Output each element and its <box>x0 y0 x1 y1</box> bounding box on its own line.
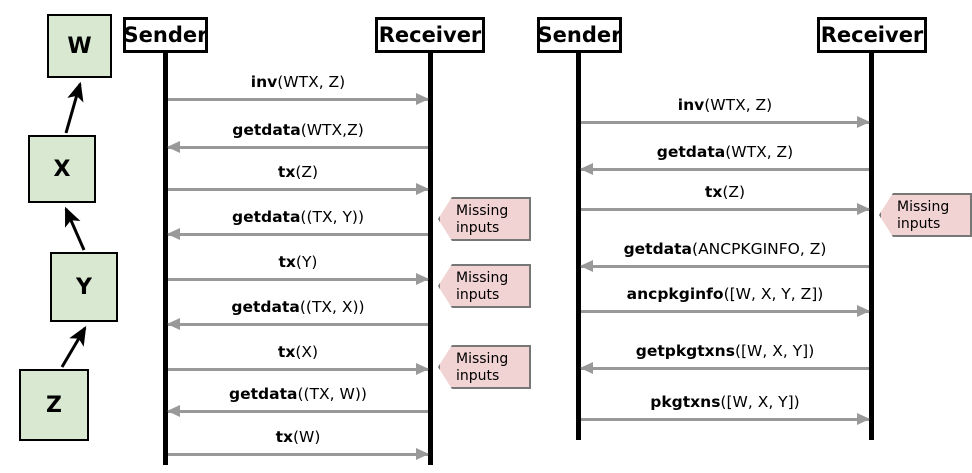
arrow-head-left-icon <box>580 362 593 374</box>
arrow-head-left-icon <box>167 228 180 240</box>
arrow-head-right-icon <box>857 305 870 317</box>
arrow-shaft <box>581 208 869 211</box>
arrow-head-right-icon <box>416 363 429 375</box>
message-label: getdata(ANCPKGINFO, Z) <box>623 239 827 258</box>
actor-sender-2: Sender <box>537 17 622 53</box>
tx-node-z: Z <box>19 369 89 441</box>
arrow-shaft <box>581 121 869 124</box>
arrow-shaft <box>581 168 869 171</box>
arrow-shaft <box>168 410 428 413</box>
tx-node-w: W <box>47 14 112 78</box>
callout-line-1: Missing <box>456 351 509 367</box>
message-label: tx(Z) <box>277 162 319 181</box>
message-label: getdata(WTX, Z) <box>656 142 794 161</box>
arrow-head-right-icon <box>416 273 429 285</box>
callout-missing-inputs-1: Missing inputs <box>438 197 531 241</box>
callout-line-2: inputs <box>456 219 500 236</box>
arrow-shaft <box>168 98 428 101</box>
arrow-shaft <box>168 323 428 326</box>
callout-line-2: inputs <box>456 286 500 303</box>
arrow-head-right-icon <box>857 203 870 215</box>
arrow-head-left-icon <box>167 318 180 330</box>
tx-node-label: X <box>53 156 71 182</box>
arrow-head-right-icon <box>416 448 429 460</box>
actor-sender-1: Sender <box>123 17 208 53</box>
actor-label: Sender <box>123 23 208 47</box>
callout-line-1: Missing <box>456 270 509 286</box>
actor-label: Receiver <box>378 23 482 47</box>
message-label: tx(Z) <box>704 182 746 201</box>
callout-line-2: inputs <box>897 215 941 232</box>
arrow-shaft <box>168 188 428 191</box>
lifeline-sender-2 <box>576 53 581 440</box>
arrow-shaft <box>581 265 869 268</box>
arrow-shaft <box>168 146 428 149</box>
arrow-shaft <box>168 453 428 456</box>
message-label: getdata((TX, W)) <box>229 384 367 403</box>
message-label: tx(Y) <box>278 252 318 271</box>
lifeline-receiver-1 <box>428 53 433 465</box>
tx-node-label: Y <box>76 274 92 300</box>
message-label: getdata((TX, X)) <box>231 297 365 316</box>
arrow-shaft <box>581 418 869 421</box>
arrow-head-left-icon <box>167 405 180 417</box>
actor-receiver-2: Receiver <box>817 17 927 53</box>
callout-line-1: Missing <box>456 203 509 219</box>
message-label: tx(W) <box>275 427 321 446</box>
arrow-head-left-icon <box>580 260 593 272</box>
lifeline-receiver-2 <box>869 53 874 440</box>
arrow-head-right-icon <box>416 93 429 105</box>
message-label: getdata((TX, Y)) <box>231 207 365 226</box>
message-label: inv(WTX, Z) <box>677 95 773 114</box>
arrow-head-left-icon <box>167 141 180 153</box>
tx-node-y: Y <box>50 252 118 322</box>
message-label: getdata(WTX,Z) <box>232 120 364 139</box>
message-label: getpkgtxns([W, X, Y]) <box>635 341 815 360</box>
message-label: ancpkginfo([W, X, Y, Z]) <box>626 284 824 303</box>
callout-line-1: Missing <box>897 199 950 215</box>
arrow-shaft <box>168 368 428 371</box>
tx-node-label: W <box>67 33 92 59</box>
callout-line-2: inputs <box>456 367 500 384</box>
actor-label: Sender <box>537 23 622 47</box>
dag-edge-y-to-x <box>64 206 86 251</box>
tx-node-x: X <box>28 135 96 203</box>
arrow-shaft <box>581 310 869 313</box>
arrow-shaft <box>168 278 428 281</box>
arrow-shaft <box>581 367 869 370</box>
callout-missing-inputs-2: Missing inputs <box>438 264 531 308</box>
callout-missing-inputs-4: Missing inputs <box>879 193 972 237</box>
callout-missing-inputs-3: Missing inputs <box>438 345 531 389</box>
arrow-shaft <box>168 233 428 236</box>
message-label: pkgtxns([W, X, Y]) <box>650 392 800 411</box>
message-label: inv(WTX, Z) <box>250 72 346 91</box>
tx-node-label: Z <box>46 392 62 418</box>
arrow-head-right-icon <box>857 413 870 425</box>
message-label: tx(X) <box>277 342 319 361</box>
arrow-head-left-icon <box>580 163 593 175</box>
arrow-head-right-icon <box>416 183 429 195</box>
actor-label: Receiver <box>820 23 924 47</box>
arrow-head-right-icon <box>857 116 870 128</box>
dag-edge-x-to-w <box>64 81 84 134</box>
actor-receiver-1: Receiver <box>375 17 485 53</box>
dag-edge-z-to-y <box>60 325 87 368</box>
lifeline-sender-1 <box>163 53 168 465</box>
